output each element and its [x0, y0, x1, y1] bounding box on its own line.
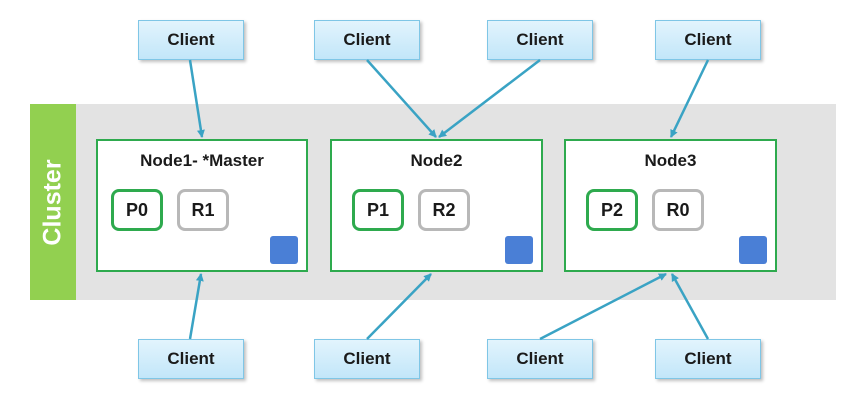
client-bottom-4: Client — [655, 339, 761, 379]
node-title: Node3 — [644, 151, 697, 170]
replica-shard: R1 — [177, 189, 229, 231]
node-square-icon — [505, 236, 533, 264]
node-2: Node2 P1 R2 — [330, 139, 543, 272]
client-bottom-1: Client — [138, 339, 244, 379]
replica-shard: R0 — [652, 189, 704, 231]
client-bottom-2: Client — [314, 339, 420, 379]
client-bottom-3: Client — [487, 339, 593, 379]
client-top-2: Client — [314, 20, 420, 60]
arrow — [438, 59, 541, 138]
node-square-icon — [270, 236, 298, 264]
arrow — [669, 59, 710, 138]
node-3: Node3 P2 R0 — [564, 139, 777, 272]
arrow — [188, 59, 205, 138]
cluster-label: Cluster — [30, 104, 76, 300]
client-top-4: Client — [655, 20, 761, 60]
client-top-1: Client — [138, 20, 244, 60]
arrow — [539, 272, 667, 341]
node-square-icon — [739, 236, 767, 264]
arrow — [366, 273, 432, 340]
arrow — [366, 59, 437, 138]
node-title: Node1- *Master — [140, 151, 264, 170]
node-title: Node2 — [410, 151, 463, 170]
replica-shard: R2 — [418, 189, 470, 231]
primary-shard: P2 — [586, 189, 638, 231]
primary-shard: P0 — [111, 189, 163, 231]
primary-shard: P1 — [352, 189, 404, 231]
node-1: Node1- *Master P0 R1 — [96, 139, 308, 272]
client-top-3: Client — [487, 20, 593, 60]
arrow — [188, 273, 204, 340]
arrow — [670, 273, 710, 340]
